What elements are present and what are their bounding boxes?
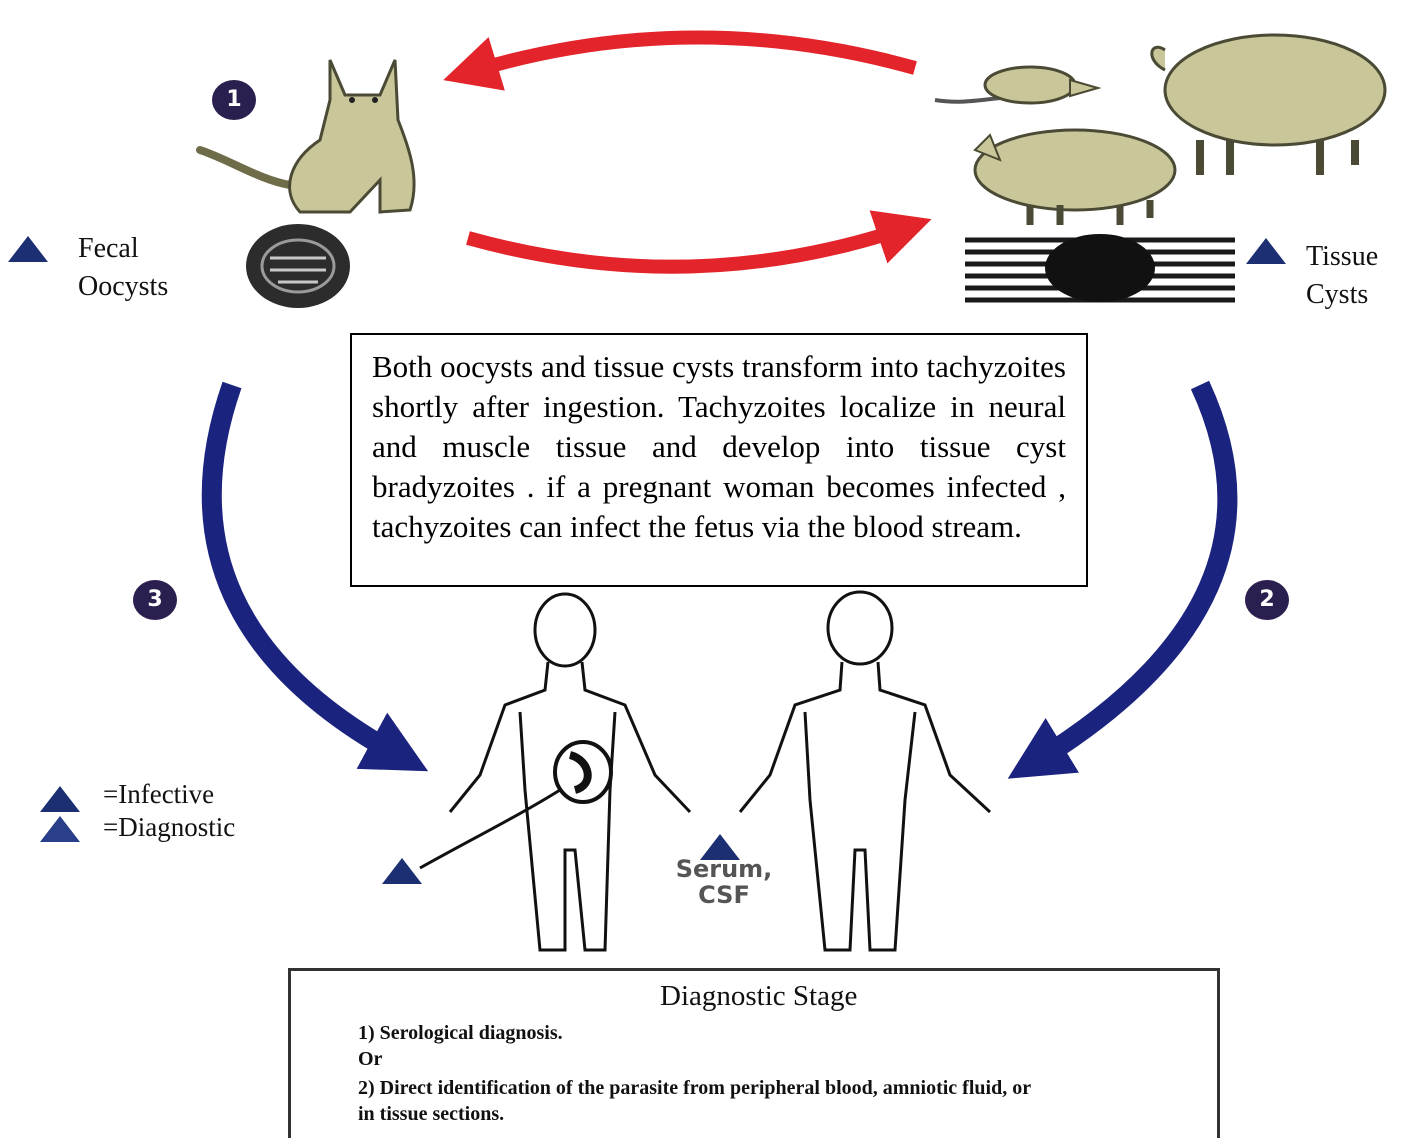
pig-figure — [975, 130, 1175, 225]
diagnostic-or: Or — [358, 1048, 382, 1071]
info-text-box: Both oocysts and tissue cysts transform … — [350, 333, 1088, 587]
step-badge-2: 2 — [1245, 580, 1289, 620]
diagnostic-triangle-icon — [40, 816, 80, 842]
tissue-cyst-figure — [965, 232, 1235, 304]
diagnostic-item-2: 2) Direct identification of the parasite… — [358, 1077, 1031, 1100]
rat-figure — [935, 67, 1098, 103]
infective-triangle-icon — [40, 786, 80, 812]
step-badge-1: 1 — [212, 80, 256, 120]
oocyst-figure — [246, 224, 350, 308]
diagnostic-stage-title: Diagnostic Stage — [660, 980, 857, 1013]
legend-diagnostic: =Diagnostic — [103, 811, 235, 844]
legend: =Infective =Diagnostic — [103, 778, 235, 844]
fecal-oocysts-label: Fecal Oocysts — [78, 230, 168, 306]
red-arrow-to-hosts — [468, 228, 905, 267]
sheep-figure — [1152, 35, 1385, 175]
infective-triangle-icon — [8, 236, 48, 262]
diagnostic-triangle-icon — [382, 858, 422, 884]
red-arrow-to-cat — [470, 37, 915, 72]
diagnostic-item-1: 1) Serological diagnosis. — [358, 1022, 563, 1045]
legend-infective: =Infective — [103, 778, 235, 811]
serum-csf-label: Serum, CSF — [664, 856, 784, 908]
fetus-pointer-line — [420, 790, 560, 868]
diagnostic-item-2-cont: in tissue sections. — [358, 1103, 504, 1126]
human-female-figure — [450, 594, 690, 950]
tissue-cysts-label: Tissue Cysts — [1306, 238, 1378, 314]
step-badge-3: 3 — [133, 580, 177, 620]
infective-triangle-icon — [1246, 238, 1286, 264]
